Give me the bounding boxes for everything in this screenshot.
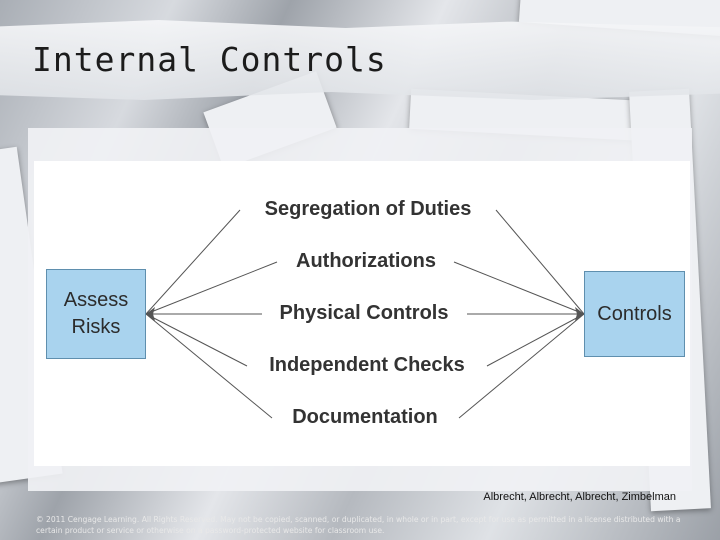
controls-box: Controls [584,271,685,357]
title-band [0,20,720,100]
arrowhead [146,314,155,321]
authorizations-label: Authorizations [292,250,440,273]
connector-line [458,313,585,419]
documentation-label: Documentation [288,406,442,429]
connector-line [495,209,585,315]
connector-line [145,209,241,315]
connector-line [145,313,248,367]
connector-lines [145,209,585,419]
independent-checks-label: Independent Checks [265,354,469,377]
segregation-of-duties-label: Segregation of Duties [260,198,476,221]
assess-risks-box: Assess Risks [46,269,146,359]
slide-title: Internal Controls [32,40,387,79]
connector-line [453,261,585,315]
connector-line [486,313,585,367]
arrowhead [575,307,584,314]
controls-label: Controls [597,302,672,325]
physical-controls-label: Physical Controls [275,302,453,325]
arrowhead [575,314,584,321]
author-credit: Albrecht, Albrecht, Albrecht, Zimbelman [483,491,676,503]
arrowhead [146,307,155,314]
assess-risks-label: Assess Risks [63,289,129,338]
copyright-notice: © 2011 Cengage Learning. All Rights Rese… [36,515,681,535]
connector-line [145,313,273,419]
controls-diagram: Assess Risks Controls Segregation of Dut… [34,161,690,466]
connector-line [145,261,278,315]
